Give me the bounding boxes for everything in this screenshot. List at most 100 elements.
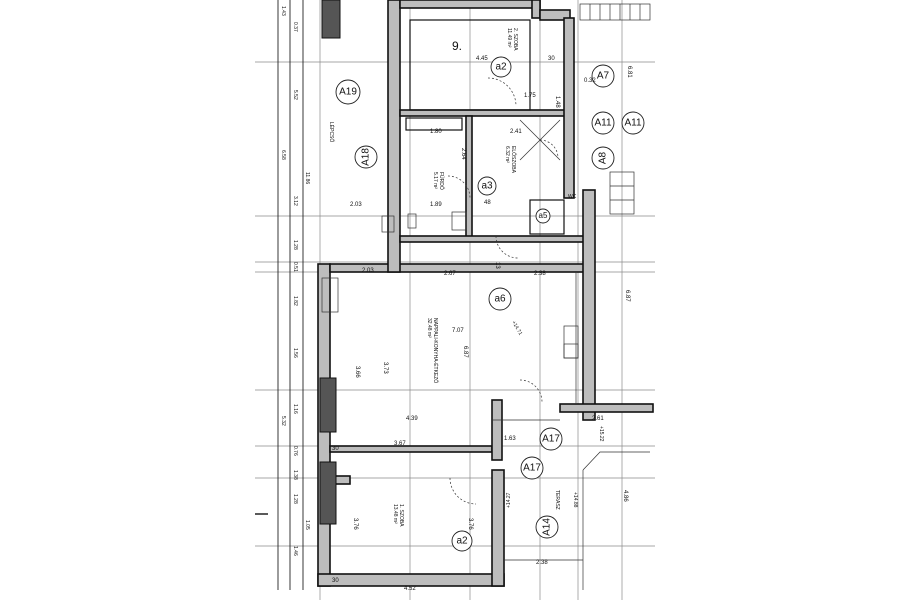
dim-label: 4.52 — [404, 586, 416, 592]
bubble-a14: A14 — [535, 515, 559, 539]
dim-label: 48 — [484, 200, 491, 206]
dim-label: 2.03 — [350, 202, 362, 208]
dimension-labels: 4.45 1.75 1.80 2.41 2.64 2.03 1.89 2.03 … — [332, 56, 632, 592]
dim-label: 1.63 — [504, 436, 516, 442]
bubble-label: A17 — [523, 463, 541, 474]
dim-label: 1.75 — [524, 93, 536, 99]
bubble-a11-right: A11 — [621, 111, 645, 135]
left-dimension-labels: 1.43 0.37 5.52 6.58 3.12 11.86 1.28 0.51… — [280, 6, 310, 556]
dim-label: 4.39 — [406, 416, 418, 422]
bubble-label: A11 — [624, 118, 641, 129]
bubble-a3: a3 — [477, 176, 497, 196]
bubble-label: A17 — [542, 434, 560, 445]
bubble-a17-upper: A17 — [539, 427, 563, 451]
left-dim-label: 1.28 — [292, 494, 298, 504]
living-name: NAPPALI-KONYHA-ÉTKEZŐ — [432, 318, 439, 383]
dim-label: 13 — [494, 262, 500, 269]
bubble-label: A14 — [542, 518, 553, 536]
walls — [317, 0, 654, 587]
bubble-label: a2 — [456, 536, 468, 547]
dim-label: 0.32 — [584, 78, 596, 84]
bubble-label: a6 — [494, 294, 506, 305]
dim-label: 3.76 — [467, 518, 473, 530]
axis-bubbles: a2 A19 A18 A7 A11 A11 A8 a3 a5 a6 A17 A1… — [335, 56, 645, 552]
bubble-label: a5 — [539, 211, 548, 220]
level-label: +14.88 — [572, 492, 578, 508]
left-dim-label: 1.16 — [292, 404, 298, 414]
left-dim-label: 1.46 — [292, 546, 298, 556]
left-dim-label: 5.32 — [280, 416, 286, 426]
level-label: +14.71 — [510, 320, 523, 337]
dim-label: 4.86 — [622, 490, 628, 502]
bubble-label: a3 — [481, 181, 493, 192]
dim-label: 30 — [332, 578, 339, 584]
room-bottom-area: 13.48 m² — [392, 504, 398, 524]
dim-label: 2.38 — [536, 560, 548, 566]
hall-name: ELŐSZOBA — [510, 146, 517, 174]
bubble-a2-top: a2 — [490, 56, 512, 78]
left-dim-label: 0.51 — [292, 262, 298, 272]
bath-name: FÜRDŐ — [438, 172, 445, 190]
wc-label: WC — [568, 194, 577, 200]
left-dim-label: 1.38 — [292, 470, 298, 480]
dim-label: 30 — [548, 56, 555, 62]
dim-label: 2.03 — [362, 268, 374, 274]
bubble-a6: a6 — [488, 287, 512, 311]
left-dim-label: 1.56 — [292, 348, 298, 358]
bubble-label: A7 — [597, 71, 610, 82]
dim-label: 6.87 — [462, 346, 468, 358]
dim-label: 6.81 — [626, 66, 632, 78]
bubble-a19: A19 — [335, 79, 361, 105]
dim-label: 4.45 — [476, 56, 488, 62]
room-labels: 9. 2. SZOBA 11.49 m² LÉPCSŐ FÜRDŐ 5.17 m… — [328, 28, 577, 527]
dim-label: 3.73 — [382, 362, 388, 374]
dim-label: 3.66 — [354, 366, 360, 378]
dim-label: 1.48 — [554, 96, 560, 108]
bubble-label: A8 — [598, 151, 609, 164]
dim-label: 3.76 — [352, 518, 358, 530]
room-bottom-name: 1. SZOBA — [398, 504, 404, 527]
left-dim-label: 6.58 — [280, 150, 286, 160]
bubble-a17-lower: A17 — [520, 456, 544, 480]
bath-area: 5.17 m² — [432, 172, 438, 189]
dim-label: 2.64 — [460, 148, 466, 160]
left-dim-label: 0.37 — [292, 22, 298, 32]
dim-label: 1.80 — [430, 129, 442, 135]
left-dim-label: 3.12 — [292, 196, 298, 206]
dim-label: 30 — [332, 446, 339, 452]
bubble-label: a2 — [495, 62, 507, 73]
bubble-a8: A8 — [591, 146, 615, 170]
bubble-a11-left: A11 — [591, 111, 615, 135]
door-swings — [447, 77, 559, 505]
left-dim-label: 1.28 — [292, 240, 298, 250]
bubble-a2-bottom: a2 — [451, 530, 473, 552]
bubble-label: A18 — [361, 148, 372, 166]
room-top-area: 11.49 m² — [506, 28, 512, 48]
left-dim-label: 0.76 — [292, 446, 298, 456]
level-label: +15.22 — [598, 426, 604, 442]
dim-label: 1.89 — [430, 202, 442, 208]
dim-label: 2.41 — [510, 129, 522, 135]
dim-label: 6.87 — [624, 290, 630, 302]
left-dim-label: 1.43 — [280, 6, 286, 16]
room-top-name: 2. SZOBA — [512, 28, 518, 51]
dim-label: 2.67 — [444, 271, 456, 277]
room-number-label: 9. — [452, 39, 462, 53]
dim-label: 2.38 — [534, 271, 546, 277]
bubble-a7: A7 — [591, 64, 615, 88]
bubble-label: A11 — [594, 118, 611, 129]
bubble-a5: a5 — [535, 208, 551, 224]
dim-label: 2.61 — [592, 416, 604, 422]
hall-area: 6.32 m² — [504, 146, 510, 163]
level-label: +14.27 — [506, 492, 512, 508]
bubble-a18: A18 — [354, 145, 378, 169]
anteroom-label: LÉPCSŐ — [328, 122, 335, 142]
terrace-label: TERASZ — [554, 490, 560, 510]
left-dim-label: 5.52 — [292, 90, 298, 100]
interior-lines — [321, 3, 651, 590]
living-area: 32.48 m² — [426, 318, 432, 338]
left-dim-label: 1.05 — [304, 520, 310, 530]
left-dim-label: 11.86 — [304, 172, 310, 184]
left-dim-label: 1.82 — [292, 296, 298, 306]
